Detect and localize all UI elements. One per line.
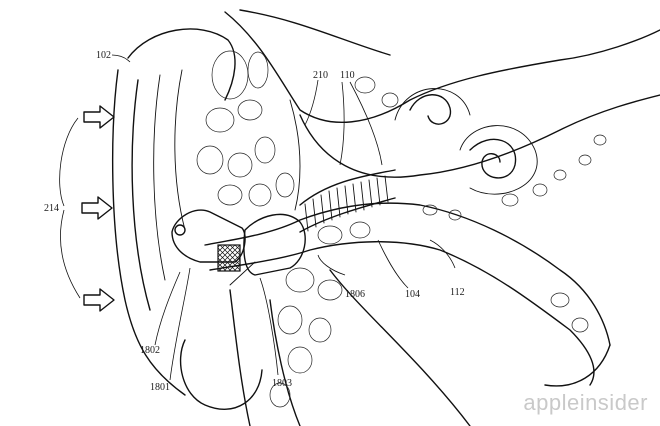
label-102: 102 (96, 50, 111, 61)
label-110: 110 (340, 70, 355, 81)
canal-coil (299, 169, 396, 233)
pinna-outline (111, 28, 263, 410)
label-1802: 1802 (140, 345, 160, 356)
tissue-cells (196, 50, 607, 408)
label-1806: 1806 (345, 289, 365, 300)
label-104: 104 (405, 289, 420, 300)
appleinsider-watermark: appleinsider (523, 390, 648, 415)
leader-lines (111, 54, 456, 381)
cochlea (394, 88, 538, 195)
bone-structure (204, 9, 660, 426)
label-210: 210 (313, 70, 328, 81)
label-1801: 1801 (150, 382, 170, 393)
reference-numerals: 102 110 210 214 1806 104 112 1802 1801 1… (44, 50, 465, 393)
label-1803: 1803 (272, 378, 292, 389)
ear-canal-device (171, 209, 306, 286)
sound-arrows (59, 105, 115, 312)
label-112: 112 (450, 287, 465, 298)
label-214: 214 (44, 203, 59, 214)
